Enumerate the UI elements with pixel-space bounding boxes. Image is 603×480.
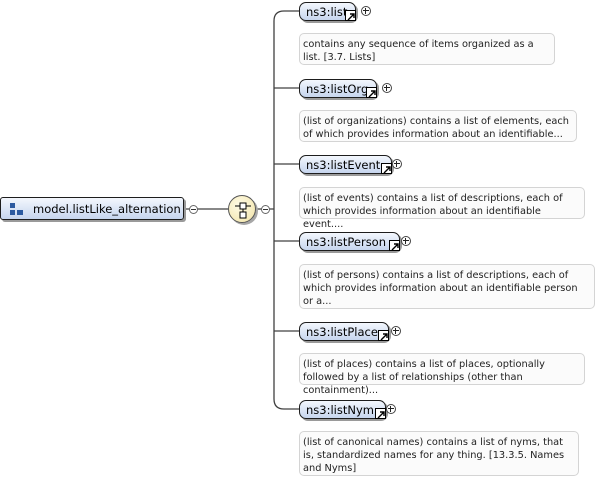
element-doc: (list of canonical names) contains a lis…: [299, 431, 579, 476]
element-listorg[interactable]: ns3:listOrg: [299, 79, 377, 98]
reference-arrow-icon: [378, 330, 389, 341]
expand-list-button[interactable]: [361, 6, 371, 16]
element-label: ns3:listOrg: [306, 82, 369, 96]
element-label: ns3:listEvent: [306, 158, 381, 172]
choice-compositor-icon: [235, 202, 251, 219]
expand-listplace-button[interactable]: [391, 326, 401, 336]
collapse-group-button[interactable]: [189, 205, 198, 214]
expand-listevent-button[interactable]: [392, 159, 402, 169]
reference-arrow-icon: [366, 87, 377, 98]
reference-arrow-icon: [375, 408, 386, 419]
element-label: ns3:listPlace: [306, 325, 378, 339]
collapse-choice-button[interactable]: [261, 205, 270, 214]
element-doc: (list of events) contains a list of desc…: [299, 187, 585, 230]
element-label: ns3:listPerson: [306, 235, 387, 249]
element-listnym[interactable]: ns3:listNym: [299, 400, 386, 419]
element-label: ns3:list: [306, 5, 348, 19]
element-doc: (list of places) contains a list of plac…: [299, 353, 585, 396]
element-doc: contains any sequence of items organized…: [299, 33, 555, 65]
reference-arrow-icon: [345, 10, 356, 21]
expand-listperson-button[interactable]: [401, 236, 411, 246]
reference-arrow-icon: [381, 163, 392, 174]
element-listplace[interactable]: ns3:listPlace: [299, 322, 389, 341]
element-listperson[interactable]: ns3:listPerson: [299, 232, 400, 251]
element-doc: (list of organizations) contains a list …: [299, 110, 577, 142]
element-list[interactable]: ns3:list: [299, 2, 356, 21]
group-reference-label: model.listLike_alternation: [33, 202, 181, 216]
expand-listorg-button[interactable]: [382, 83, 392, 93]
group-reference-icon: [10, 203, 24, 216]
element-doc: (list of persons) contains a list of des…: [299, 264, 595, 309]
element-label: ns3:listNym: [306, 403, 374, 417]
expand-listnym-button[interactable]: [386, 404, 396, 414]
reference-arrow-icon: [389, 240, 400, 251]
element-listevent[interactable]: ns3:listEvent: [299, 155, 392, 174]
group-reference-box[interactable]: model.listLike_alternation: [0, 197, 184, 220]
choice-compositor[interactable]: [228, 195, 256, 223]
